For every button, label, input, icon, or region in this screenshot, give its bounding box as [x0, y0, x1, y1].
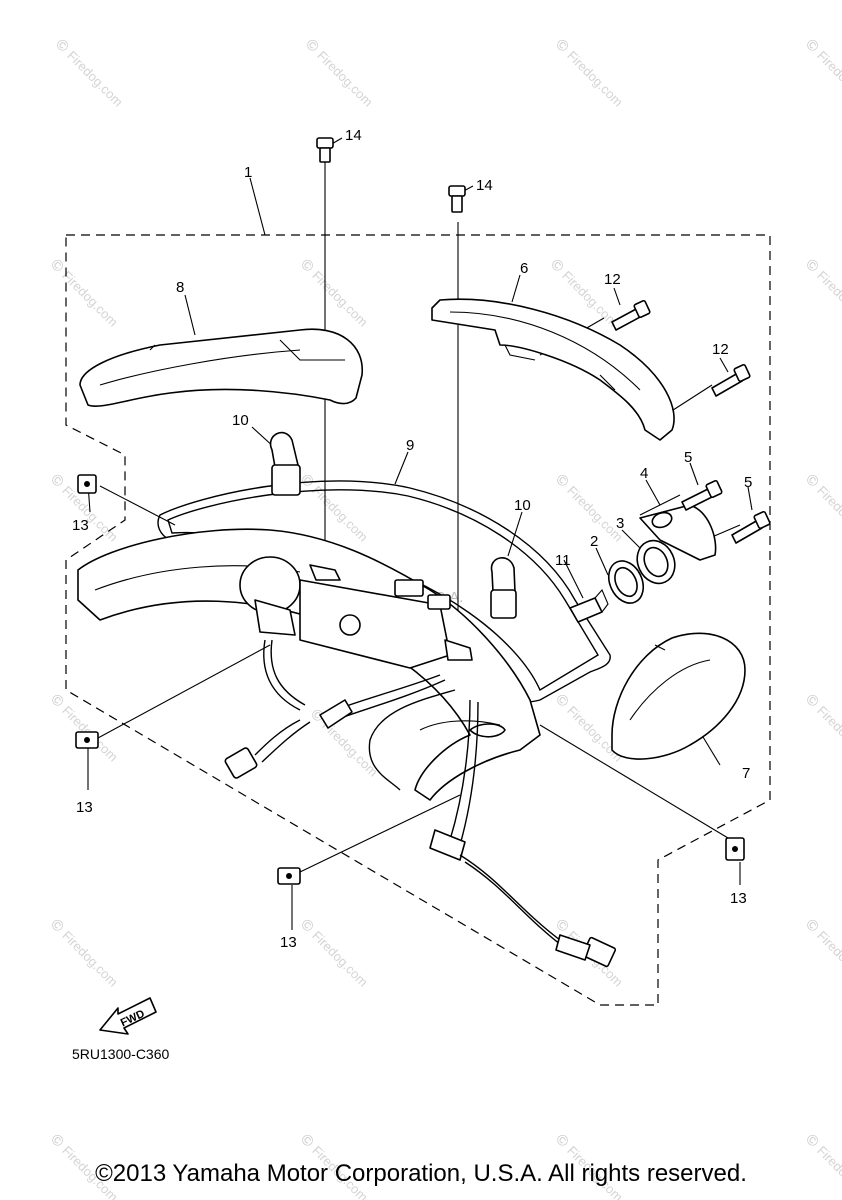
part-5-screw-a — [681, 479, 723, 511]
part-7-lens — [611, 632, 746, 760]
watermark-text: Firedog.com — [814, 48, 842, 110]
callout-5a: 5 — [684, 449, 692, 466]
main-housing — [77, 528, 541, 801]
callout-13c: 13 — [280, 934, 297, 951]
part-3-grommet — [636, 539, 676, 585]
callout-10a: 10 — [232, 412, 249, 429]
part-4-holder — [639, 504, 717, 561]
callout-8: 8 — [176, 279, 184, 296]
callout-14a: 14 — [345, 127, 362, 144]
copyright-footer: ©2013 Yamaha Motor Corporation, U.S.A. A… — [95, 1160, 747, 1187]
callout-1: 1 — [244, 164, 252, 181]
wire-harness — [224, 639, 617, 968]
watermark-text: Firedog.com — [814, 703, 842, 765]
callout-3: 3 — [616, 515, 624, 532]
callout-7: 7 — [742, 765, 750, 782]
assembly-boundary — [65, 234, 771, 1006]
callout-12a: 12 — [604, 271, 621, 288]
part-8-lens — [79, 328, 363, 407]
watermark-text: Firedog.com — [314, 48, 376, 110]
watermark-text: Firedog.com — [814, 483, 842, 545]
watermark-text: Firedog.com — [59, 268, 121, 330]
part-14-bolt-b — [448, 185, 466, 213]
callout-labels: 1 2 3 4 5 5 6 7 8 9 10 10 11 12 12 13 13… — [72, 127, 752, 951]
part-11-bulb — [569, 588, 609, 623]
part-2-ring — [607, 560, 645, 604]
callout-6: 6 — [520, 260, 528, 277]
watermark-text: Firedog.com — [64, 48, 126, 110]
watermark-text: Firedog.com — [309, 928, 371, 990]
callout-14b: 14 — [476, 177, 493, 194]
part-10-bulb-right — [490, 557, 517, 619]
watermark-text: Firedog.com — [814, 928, 842, 990]
callout-4: 4 — [640, 465, 648, 482]
part-13-clip-b — [75, 731, 99, 749]
part-6-lens — [431, 298, 675, 441]
part-14-bolt-a — [316, 137, 334, 163]
watermark-text: Firedog.com — [59, 928, 121, 990]
part-13-clip-d — [725, 837, 745, 861]
part-5-screw-b — [731, 510, 771, 544]
watermark-text: Firedog.com — [309, 268, 371, 330]
callout-5b: 5 — [744, 474, 752, 491]
callout-13a: 13 — [72, 517, 89, 534]
callout-2: 2 — [590, 533, 598, 550]
watermark-text: Firedog.com — [564, 48, 626, 110]
callout-13b: 13 — [76, 799, 93, 816]
fwd-arrow: FWD — [99, 997, 157, 1035]
callout-12b: 12 — [712, 341, 729, 358]
watermark-text: Firedog.com — [814, 268, 842, 330]
watermark-text: Firedog.com — [309, 483, 371, 545]
callout-13d: 13 — [730, 890, 747, 907]
diagram-code: 5RU1300-C360 — [72, 1046, 169, 1062]
callout-11: 11 — [555, 552, 571, 569]
part-10-bulb-left — [269, 431, 301, 496]
part-12-screw-b — [711, 363, 751, 397]
callout-9: 9 — [406, 437, 414, 454]
part-13-clip-a — [77, 474, 97, 494]
part-12-screw-a — [611, 299, 651, 331]
callout-10b: 10 — [514, 497, 531, 514]
part-13-clip-c — [277, 867, 301, 885]
